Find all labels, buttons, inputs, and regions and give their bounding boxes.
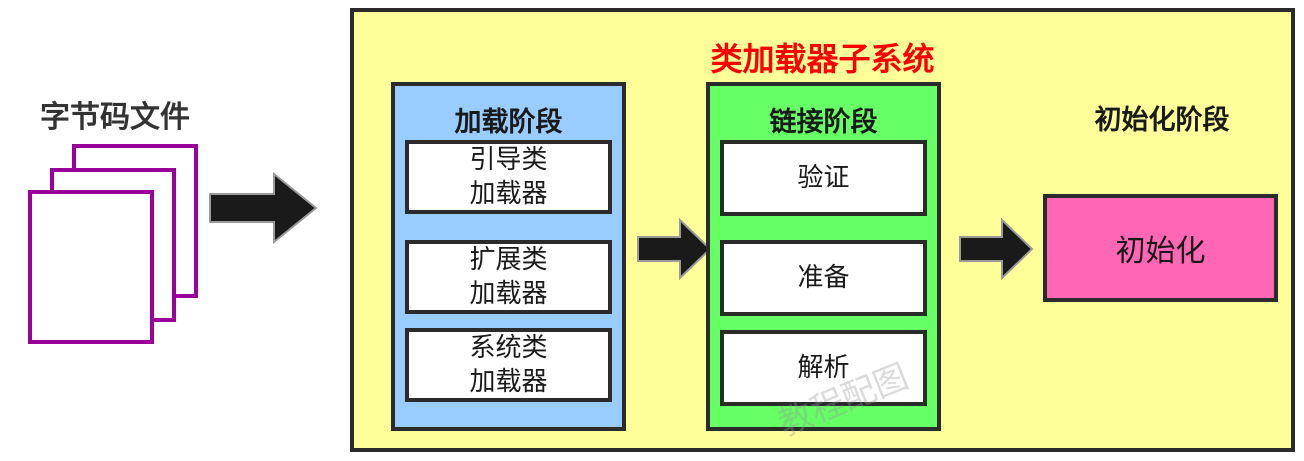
file-page-front (28, 190, 154, 344)
resolve-box: 解析 (720, 330, 927, 406)
init-phase-title: 初始化阶段 (1094, 105, 1230, 136)
arrow-right-icon (959, 218, 1034, 280)
prepare-box: 准备 (720, 240, 927, 316)
bytecode-file-stack (28, 144, 203, 349)
system-loader-box: 系统类 加载器 (405, 328, 612, 402)
verify-box: 验证 (720, 140, 927, 216)
loading-phase: 加载阶段 引导类 加载器 扩展类 加载器 系统类 加载器 (391, 82, 626, 431)
extension-loader-box: 扩展类 加载器 (405, 240, 612, 314)
initialize-box: 初始化 (1043, 194, 1278, 302)
arrow-right-icon (637, 218, 712, 280)
linking-phase: 链接阶段 验证 准备 解析 (706, 82, 941, 431)
loading-phase-title: 加载阶段 (454, 107, 563, 138)
arrow-right-icon (209, 172, 318, 244)
bytecode-title: 字节码文件 (40, 100, 190, 135)
linking-phase-title: 链接阶段 (769, 107, 878, 138)
bootstrap-loader-box: 引导类 加载器 (405, 140, 612, 214)
subsystem-title: 类加载器子系统 (710, 40, 935, 78)
